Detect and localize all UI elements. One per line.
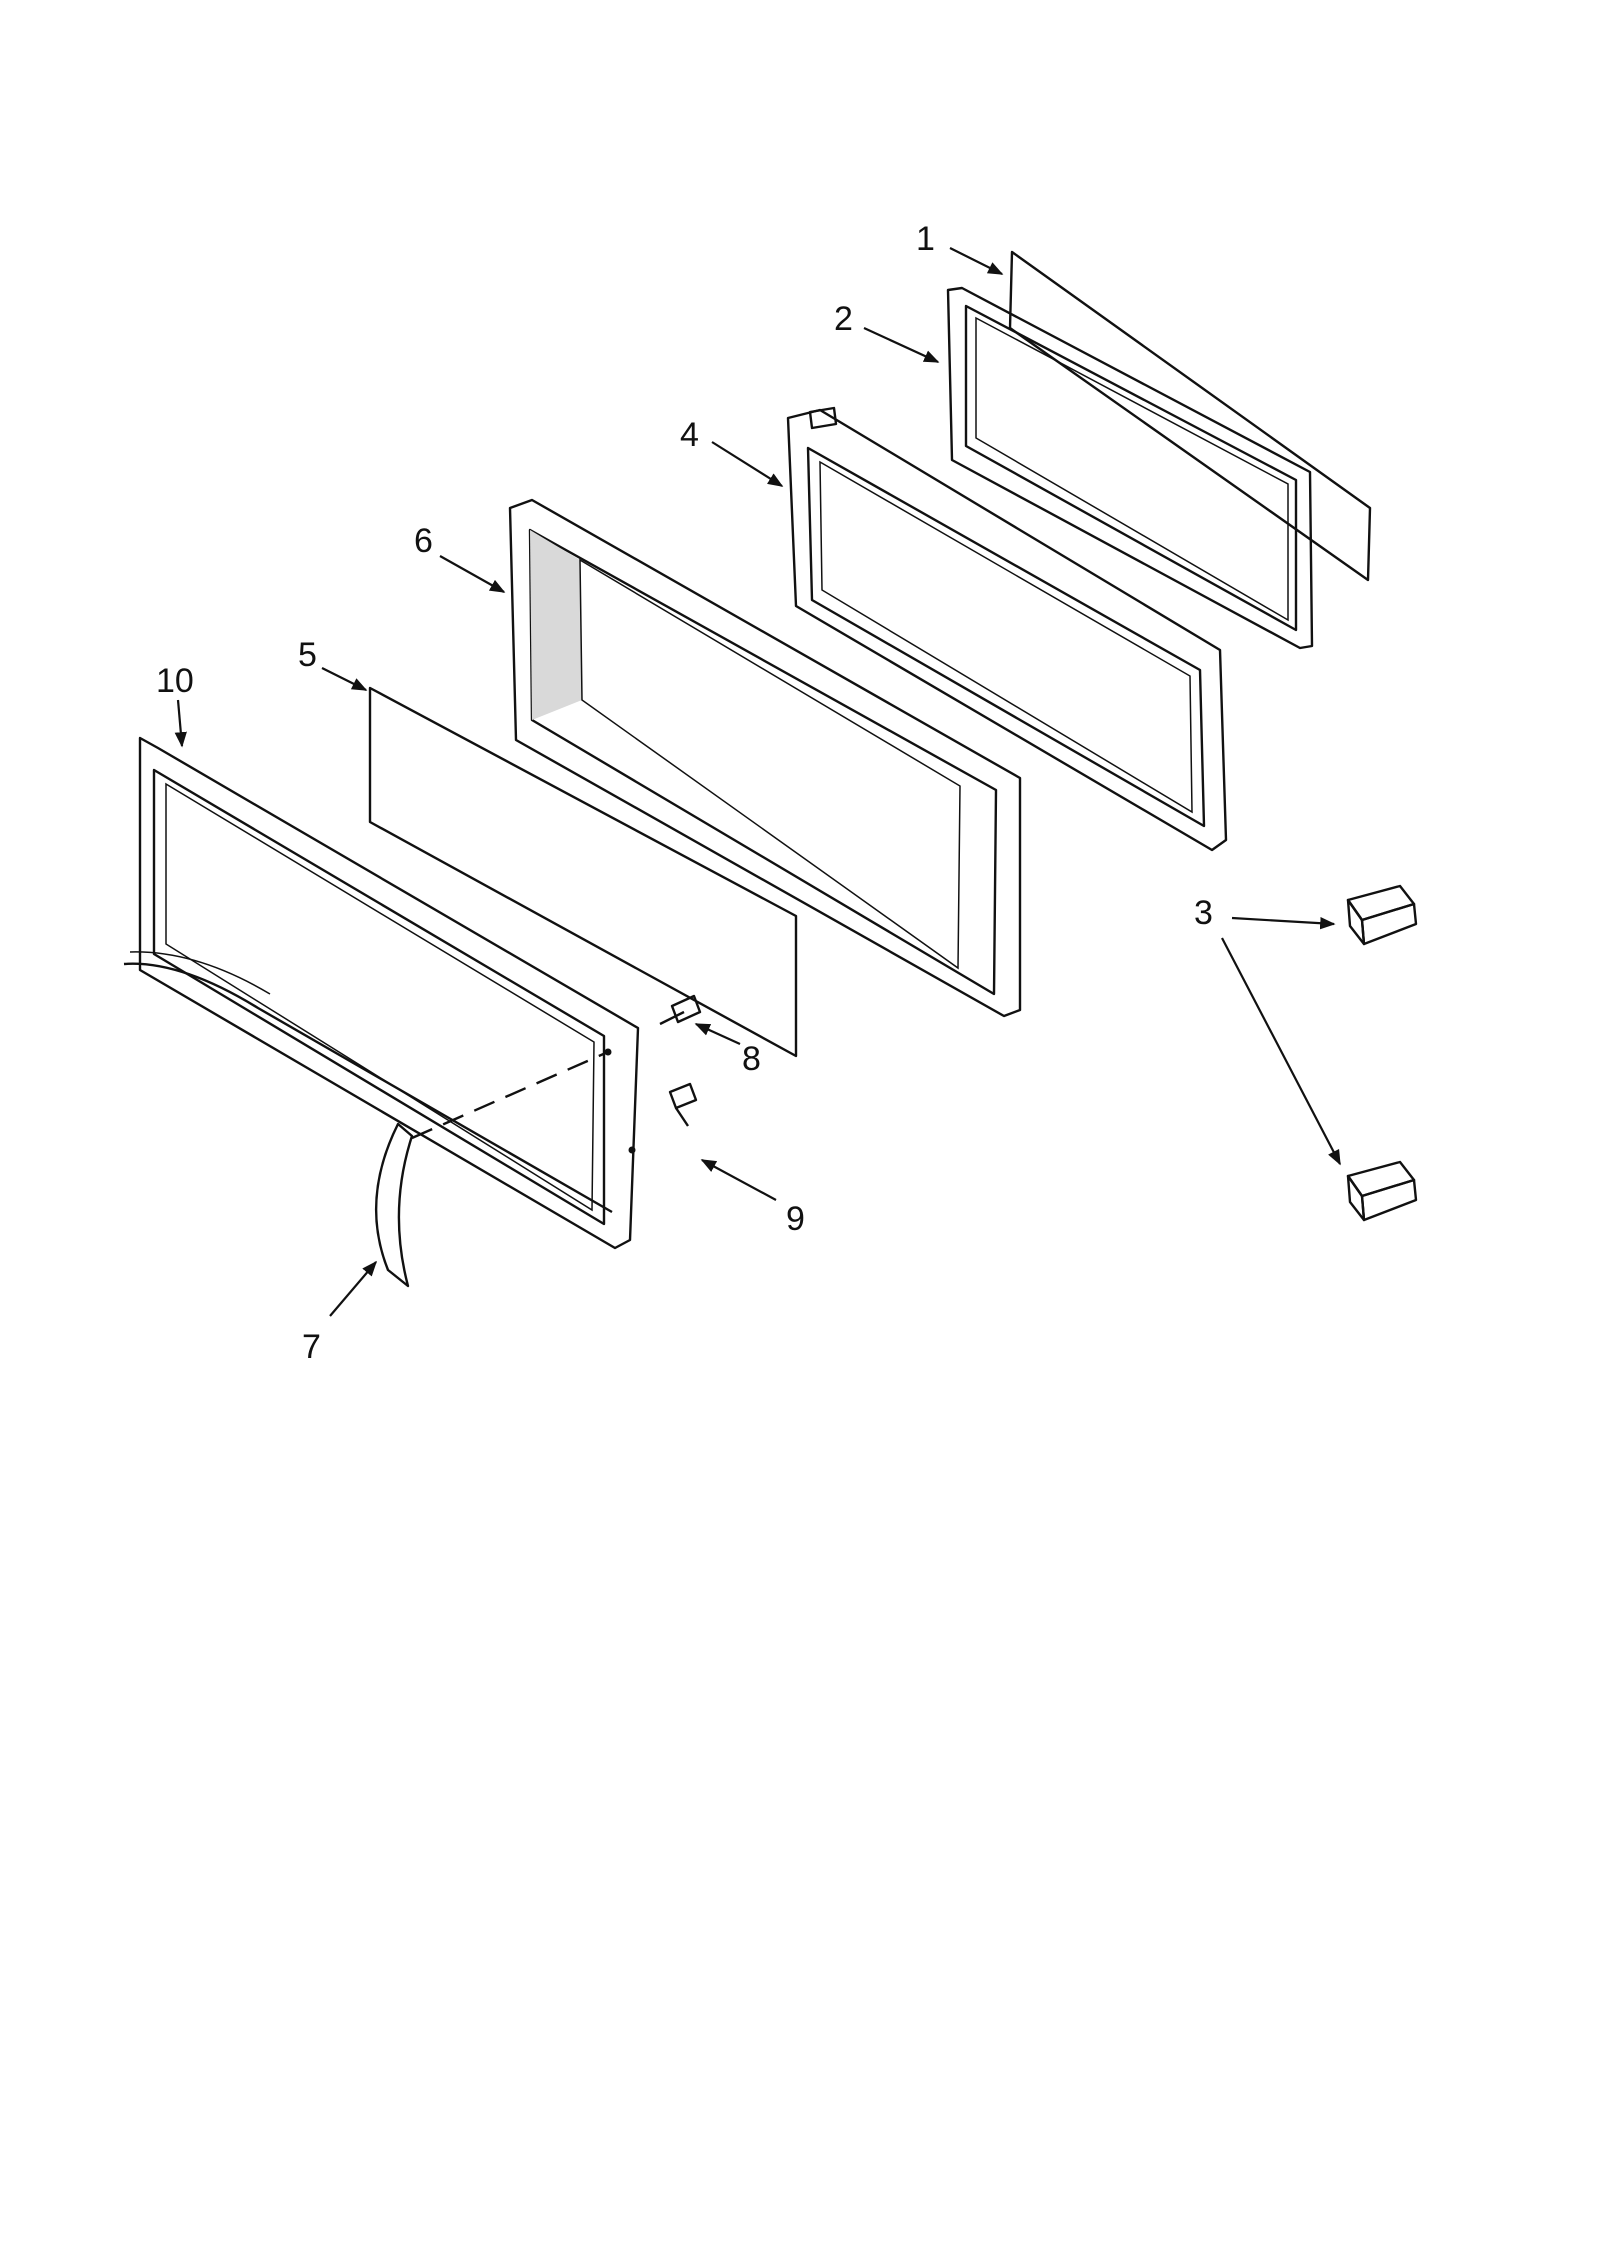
part-3-latch-hook-lower [1346, 1160, 1418, 1222]
callout-labels: 1 2 4 6 5 10 3 8 9 7 [156, 220, 1213, 1366]
callout-10: 10 [156, 662, 194, 700]
handle-alignment-line [411, 1050, 609, 1140]
part-3-latch-hook-upper [1346, 884, 1418, 946]
part-7-door-handle [375, 1122, 414, 1288]
callout-7: 7 [302, 1328, 321, 1366]
part-5-window-panel [368, 686, 798, 1058]
callout-1: 1 [916, 220, 935, 258]
callout-9: 9 [786, 1200, 805, 1238]
callout-4: 4 [680, 416, 699, 454]
part-2-choke-frame [946, 286, 1314, 650]
callout-3: 3 [1194, 894, 1213, 932]
part-1-glass-panel [1008, 250, 1372, 582]
part-10-outer-door [123, 736, 640, 1250]
part-4-inner-door-frame [786, 406, 1228, 852]
part-9-screw [668, 1082, 698, 1127]
part-8-screw [659, 994, 702, 1026]
callout-8: 8 [742, 1040, 761, 1078]
leader-lines [174, 247, 1341, 1317]
callout-5: 5 [298, 636, 317, 674]
callout-2: 2 [834, 300, 853, 338]
callout-6: 6 [414, 522, 433, 560]
part-6-door-frame [508, 498, 1022, 1018]
